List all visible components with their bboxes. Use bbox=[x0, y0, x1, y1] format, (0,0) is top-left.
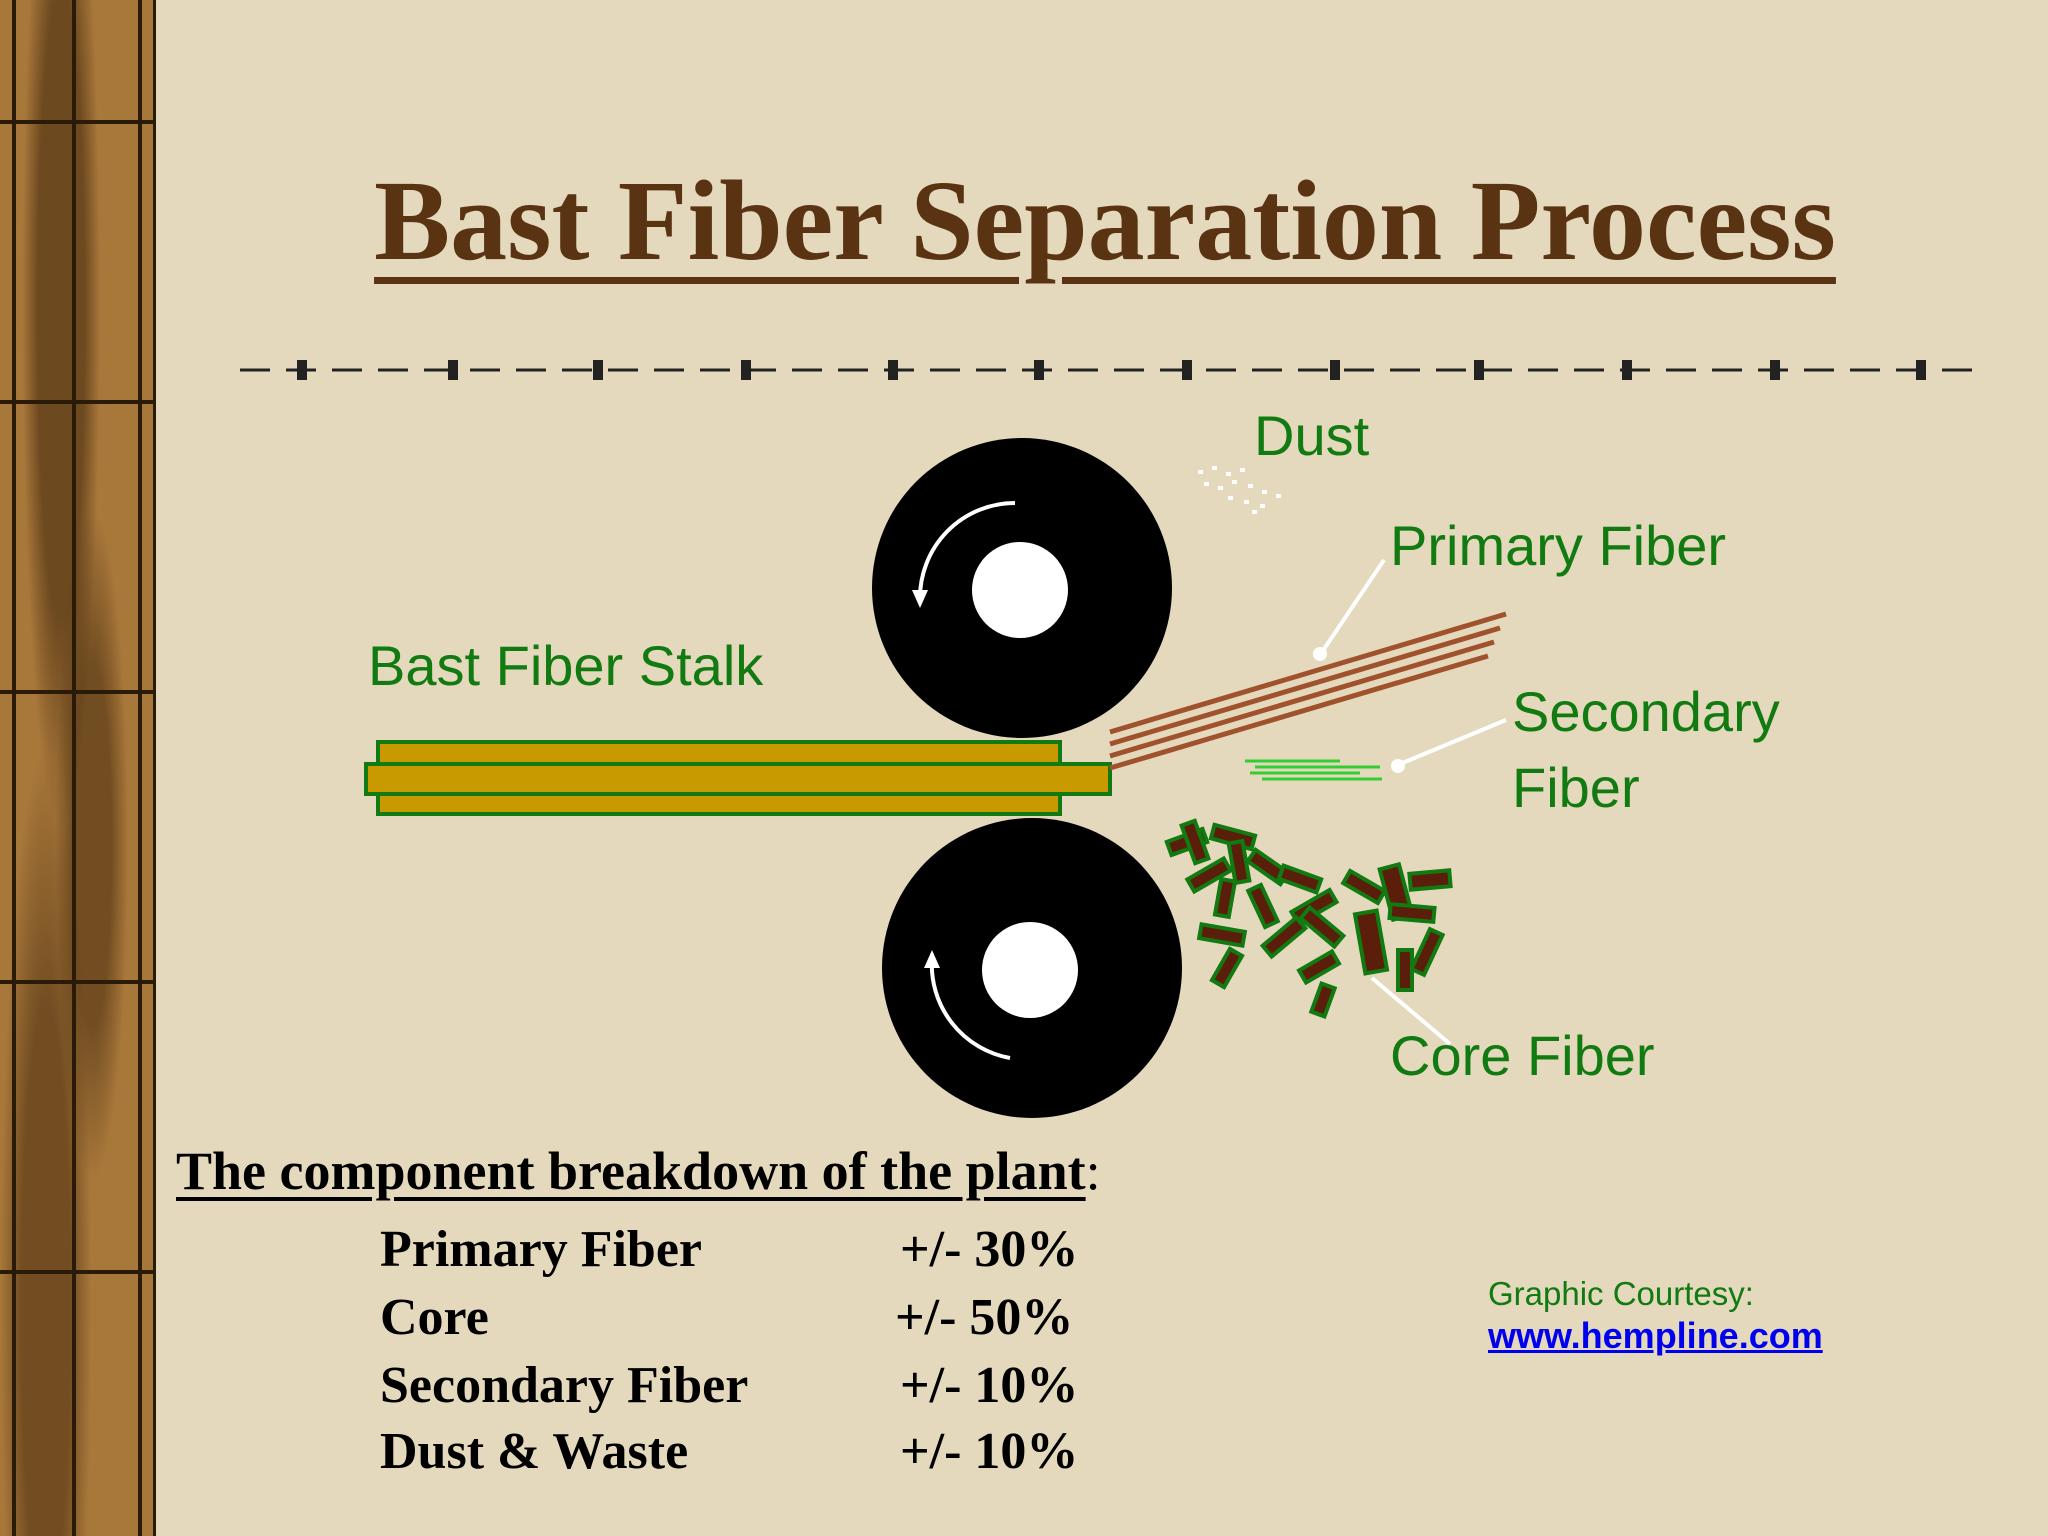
breakdown-row: Dust & Waste +/- 10% bbox=[380, 1422, 1078, 1481]
breakdown-row-value: +/- 50% bbox=[895, 1289, 1074, 1346]
dust-particles bbox=[1198, 466, 1281, 514]
breakdown-row-name: Primary Fiber bbox=[380, 1221, 702, 1278]
label-dust: Dust bbox=[1254, 404, 1370, 467]
label-bast-fiber-stalk: Bast Fiber Stalk bbox=[368, 634, 764, 697]
bottom-roller bbox=[882, 818, 1182, 1118]
leader-lines bbox=[1313, 558, 1507, 1046]
breakdown-row-name: Core bbox=[380, 1289, 489, 1346]
label-secondary-fiber-2: Fiber bbox=[1512, 756, 1640, 819]
label-core-fiber: Core Fiber bbox=[1390, 1024, 1655, 1087]
breakdown-row-name: Dust & Waste bbox=[380, 1423, 689, 1480]
breakdown-row: Core +/- 50% bbox=[380, 1288, 1073, 1347]
core-fiber-chips bbox=[1164, 818, 1453, 1020]
breakdown-row: Primary Fiber +/- 30% bbox=[380, 1220, 1078, 1279]
breakdown-row-value: +/- 10% bbox=[900, 1423, 1079, 1480]
page-title: Bast Fiber Separation Process bbox=[374, 157, 1836, 284]
credit-link[interactable]: www.hempline.com bbox=[1488, 1315, 1823, 1356]
primary-fibers bbox=[1109, 611, 1507, 771]
breakdown-row-value: +/- 30% bbox=[900, 1221, 1079, 1278]
breakdown-row-name: Secondary Fiber bbox=[380, 1357, 749, 1414]
breakdown-row-value: +/- 10% bbox=[900, 1357, 1079, 1414]
bast-fiber-stalk bbox=[364, 740, 1112, 816]
top-roller bbox=[872, 438, 1172, 738]
label-secondary-fiber-1: Secondary bbox=[1512, 680, 1780, 743]
breakdown-heading-text: The component breakdown of the plant bbox=[176, 1141, 1086, 1201]
credit-text: Graphic Courtesy: bbox=[1488, 1275, 1754, 1312]
label-primary-fiber: Primary Fiber bbox=[1390, 514, 1727, 577]
secondary-fibers bbox=[1245, 759, 1382, 781]
dashed-divider bbox=[240, 360, 1985, 380]
breakdown-heading: The component breakdown of the plant: bbox=[176, 1140, 1101, 1202]
decorative-sidebar bbox=[0, 0, 156, 1536]
breakdown-row: Secondary Fiber +/- 10% bbox=[380, 1356, 1078, 1415]
breakdown-heading-colon: : bbox=[1085, 1141, 1101, 1201]
